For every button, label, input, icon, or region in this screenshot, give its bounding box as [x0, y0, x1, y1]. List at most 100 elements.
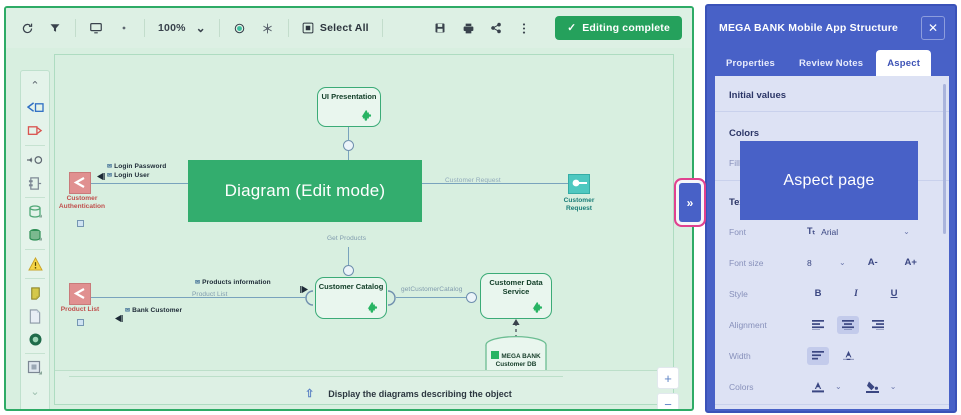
port-customer-data-service[interactable] — [466, 292, 477, 303]
tab-properties[interactable]: Properties — [726, 57, 775, 69]
circle-tool[interactable] — [23, 328, 47, 350]
row-font: Font Tₜ Arial ⌄ — [715, 216, 949, 247]
connector-get-customer-catalog — [396, 297, 469, 299]
bottom-note[interactable]: ⇧ Display the diagrams describing the ob… — [305, 387, 512, 400]
node-label: Customer Data Service — [489, 278, 543, 297]
align-right-icon[interactable] — [867, 316, 889, 334]
palette-divider — [25, 249, 45, 250]
theme-icon[interactable] — [227, 16, 253, 40]
more-icon[interactable] — [511, 16, 537, 40]
select-all-label: Select All — [319, 22, 369, 34]
filter-icon[interactable] — [42, 16, 68, 40]
edge-label-products-information: ✉ Products information — [195, 279, 271, 286]
font-size-increase-button[interactable]: A+ — [904, 257, 917, 268]
port-get-products[interactable] — [343, 265, 354, 276]
status-flag-icon-product — [77, 319, 84, 326]
toolbar-divider — [75, 19, 76, 37]
arrow-products-information-icon — [299, 280, 308, 298]
zoom-out-button[interactable]: − — [657, 393, 679, 409]
panel-header: MEGA BANK Mobile App Structure ✕ — [707, 6, 955, 50]
check-icon: ✓ — [567, 22, 577, 34]
component-tool[interactable] — [23, 172, 47, 194]
node-label-customer-authentication: Customer Authentication — [51, 195, 113, 211]
palette-divider — [25, 145, 45, 146]
zoom-in-button[interactable]: + — [657, 367, 679, 389]
row-label-colors: Colors — [729, 381, 754, 392]
status-flag-icon-auth — [77, 220, 84, 227]
row-label-fill: Fill — [729, 157, 740, 168]
connector-product-list — [89, 297, 307, 299]
warning-tool[interactable] — [23, 253, 47, 275]
chevron-down-icon: ⌄ — [195, 21, 206, 35]
row-label-style: Style — [729, 288, 748, 299]
tab-aspect[interactable]: Aspect — [876, 50, 932, 76]
document-tool[interactable] — [23, 305, 47, 327]
align-center-icon[interactable] — [837, 315, 859, 334]
row-colors: Colors ⌄ ⌄ — [715, 371, 949, 402]
actor-node-tool[interactable] — [23, 97, 47, 119]
editing-complete-button[interactable]: ✓ Editing complete — [555, 16, 682, 40]
autofit-icon[interactable] — [837, 347, 859, 365]
stack-tool[interactable] — [23, 224, 47, 246]
row-font-size: Font size 8 ⌄ A- A+ — [715, 247, 949, 278]
edge-label-get-products: Get Products — [327, 235, 367, 242]
expand-panel-button[interactable]: » — [679, 183, 701, 222]
arrow-bank-customer-icon — [115, 309, 124, 327]
text-wrap-icon[interactable] — [807, 346, 829, 365]
port-ui-presentation[interactable] — [343, 140, 354, 151]
share-icon[interactable] — [483, 16, 509, 40]
refresh-icon[interactable] — [14, 16, 40, 40]
row-style: Style B I U — [715, 278, 949, 309]
fill-color-button[interactable] — [862, 378, 884, 396]
diagram-bottom-bar: ⇧ Display the diagrams describing the ob… — [55, 370, 673, 404]
panel-tabs: Properties Review Notes Aspect — [707, 50, 955, 76]
font-size-decrease-button[interactable]: A- — [867, 257, 878, 268]
collapse-icon: ⇧ — [305, 388, 315, 400]
bottom-divider — [69, 376, 563, 377]
node-customer-authentication[interactable] — [69, 172, 91, 194]
text-color-button[interactable] — [807, 378, 829, 396]
row-label-font: Font — [729, 226, 747, 237]
panel-scrollbar[interactable] — [943, 84, 946, 234]
socket-right-icon — [387, 290, 396, 306]
note-tool[interactable] — [23, 282, 47, 304]
node-label-customer-request: Customer Request — [563, 197, 595, 213]
align-left-icon[interactable] — [807, 316, 829, 334]
section-divider — [715, 111, 949, 112]
chevron-down-icon-text-color[interactable]: ⌄ — [835, 382, 842, 391]
actor-glyph-icon — [73, 288, 85, 299]
tab-review-notes[interactable]: Review Notes — [799, 57, 864, 69]
font-size-select[interactable]: 8 ⌄ — [807, 258, 846, 268]
bold-button[interactable]: B — [814, 288, 822, 299]
layout-icon[interactable] — [255, 16, 281, 40]
print-icon[interactable] — [455, 16, 481, 40]
frame-tool[interactable] — [23, 357, 47, 379]
puzzle-icon — [361, 110, 372, 121]
zoom-select[interactable]: 100% ⌄ — [152, 21, 212, 35]
close-icon[interactable]: ✕ — [921, 16, 945, 40]
italic-button[interactable]: I — [854, 288, 858, 299]
link-tool[interactable] — [23, 149, 47, 171]
row-label-font-size: Font size — [729, 257, 764, 268]
palette-divider — [25, 353, 45, 354]
interface-node-tool[interactable] — [23, 120, 47, 142]
panel-title: MEGA BANK Mobile App Structure — [719, 22, 899, 34]
palette-scroll-down[interactable]: ⌄ — [30, 385, 40, 398]
select-all-button[interactable]: Select All — [296, 16, 375, 40]
node-customer-request[interactable] — [568, 174, 590, 194]
font-select[interactable]: Tₜ Arial ⌄ — [807, 226, 910, 237]
monitor-icon[interactable] — [83, 16, 109, 40]
node-customer-data-service[interactable]: Customer Data Service — [480, 273, 552, 319]
underline-button[interactable]: U — [890, 288, 898, 299]
node-ui-presentation[interactable]: UI Presentation — [317, 87, 381, 127]
node-customer-catalog[interactable]: Customer Catalog — [315, 277, 387, 319]
database-tool[interactable] — [23, 201, 47, 223]
chevron-down-icon-fill-color[interactable]: ⌄ — [889, 382, 897, 391]
diagram-canvas[interactable]: UI Presentation Customer Authentication — [51, 54, 679, 409]
palette-scroll-up[interactable]: ⌃ — [30, 79, 40, 92]
dot-icon[interactable] — [111, 16, 137, 40]
edge-label-login-user: ✉ Login User — [107, 172, 150, 179]
overlay-aspect-label: Aspect page — [783, 171, 875, 189]
node-product-list[interactable] — [69, 283, 91, 305]
save-icon[interactable] — [427, 16, 453, 40]
